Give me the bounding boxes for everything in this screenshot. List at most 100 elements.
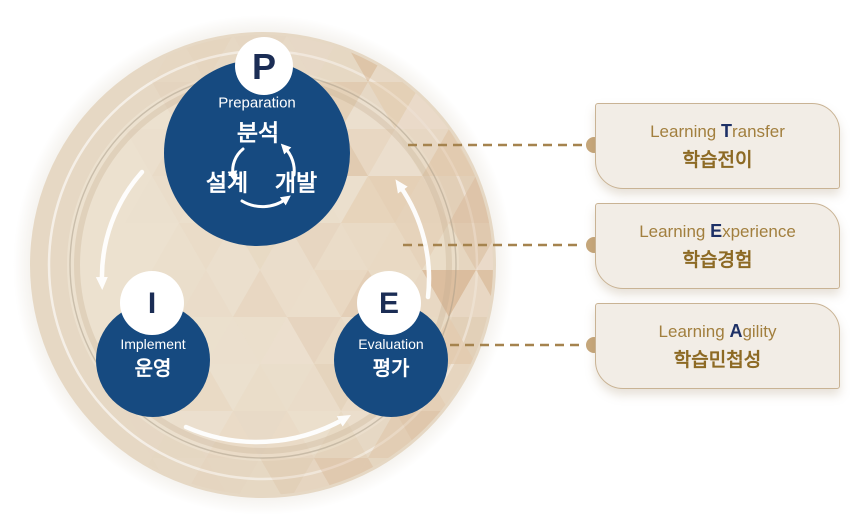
card-title-suffix: xperience	[722, 221, 796, 241]
implement-subtitle: Implement	[120, 336, 186, 352]
i-badge-letter: I	[147, 287, 157, 320]
mosaic-triangle	[179, 270, 233, 317]
card-title-suffix: gility	[742, 321, 777, 341]
mosaic-triangle	[503, 176, 557, 223]
evaluation-korean-label: 평가	[372, 358, 410, 380]
mosaic-triangle	[476, 223, 493, 270]
mosaic-triangle	[368, 129, 422, 176]
mosaic-triangle	[206, 411, 260, 458]
mosaic-triangle	[503, 364, 557, 411]
step-develop: 개발	[274, 169, 318, 196]
mosaic-triangle	[503, 35, 557, 82]
card-title-suffix: ransfer	[731, 121, 785, 141]
mosaic-triangle	[341, 176, 395, 223]
mosaic-triangle	[503, 458, 557, 505]
implement-circle	[96, 303, 210, 417]
mosaic-triangle	[260, 270, 314, 317]
mosaic-triangle	[314, 35, 368, 82]
card-korean: 학습전이	[682, 149, 753, 171]
mosaic-triangle	[152, 35, 206, 82]
card-learning-agility: Learning Agility 학습민첩성	[595, 303, 840, 389]
mosaic-triangle	[233, 270, 287, 317]
card-title-prefix: Learning	[658, 321, 730, 341]
e-badge-letter: E	[378, 287, 400, 320]
cycle-arrow-e-to-p	[395, 179, 432, 300]
mosaic-triangle	[287, 35, 341, 82]
mosaic-triangle	[476, 458, 493, 495]
cycle-arrow-i-to-e	[183, 415, 351, 445]
mini-arrow-design-to-develop	[240, 195, 291, 209]
mosaic-triangle	[422, 270, 476, 317]
mosaic-triangle	[314, 270, 368, 317]
mosaic-triangle	[233, 317, 287, 364]
mosaic-triangle	[206, 317, 260, 364]
mosaic-triangle	[395, 82, 449, 129]
preparation-subtitle: Preparation	[218, 94, 296, 112]
mosaic-triangle	[287, 317, 341, 364]
card-learning-transfer: Learning Transfer 학습전이	[595, 103, 840, 189]
mosaic-triangle	[476, 35, 493, 82]
card-korean: 학습경험	[682, 249, 753, 271]
mosaic-triangle	[206, 223, 260, 270]
mosaic-triangle	[260, 411, 314, 458]
mosaic-triangle	[341, 82, 395, 129]
mosaic-triangle	[395, 129, 449, 176]
mosaic-triangle	[530, 129, 584, 176]
mosaic-triangle	[206, 364, 260, 411]
mosaic-triangle	[476, 411, 493, 458]
mosaic-triangle	[449, 223, 493, 270]
i-badge-circle	[120, 271, 184, 335]
mosaic-triangle	[125, 411, 179, 458]
mosaic-triangle	[530, 270, 584, 317]
mosaic-triangle	[530, 364, 584, 411]
mosaic-triangle	[530, 458, 584, 505]
mosaic-triangle	[368, 176, 422, 223]
e-badge-circle	[357, 271, 421, 335]
card-title: Learning Agility	[659, 321, 777, 342]
card-learning-experience: Learning Experience 학습경험	[595, 203, 840, 289]
mosaic-triangle	[287, 270, 341, 317]
mosaic-triangle	[422, 223, 476, 270]
mosaic-triangle	[476, 82, 493, 129]
mosaic-triangle	[530, 223, 584, 270]
card-title-prefix: Learning	[650, 121, 721, 141]
step-design: 설계	[205, 169, 249, 196]
implement-korean-label: 운영	[134, 358, 172, 380]
card-title-accent: A	[729, 320, 743, 341]
mosaic-triangle	[395, 223, 449, 270]
mosaic-triangle	[179, 35, 233, 82]
mosaic-triangle	[260, 223, 314, 270]
mosaic-triangle	[233, 364, 287, 411]
mosaic-triangle	[395, 176, 449, 223]
mosaic-triangle	[422, 129, 476, 176]
card-korean: 학습민첩성	[673, 349, 762, 371]
mosaic-triangle	[314, 223, 368, 270]
mosaic-triangle	[368, 82, 422, 129]
p-badge-letter: P	[251, 46, 277, 87]
mosaic-triangle	[503, 82, 557, 129]
step-analysis: 분석	[236, 119, 280, 146]
evaluation-subtitle: Evaluation	[358, 336, 424, 352]
mosaic-triangle	[530, 82, 584, 129]
cycle-arrow-p-to-i	[95, 169, 145, 290]
mosaic-triangle	[260, 364, 314, 411]
mosaic-triangle	[260, 458, 314, 495]
mini-arrow-analysis-to-design	[227, 147, 245, 181]
card-title-prefix: Learning	[639, 221, 711, 241]
mosaic-triangle	[422, 176, 476, 223]
mosaic-triangle	[530, 317, 584, 364]
mosaic-triangle	[530, 176, 584, 223]
mosaic-triangle	[206, 270, 260, 317]
evaluation-circle	[334, 303, 448, 417]
mosaic-triangle	[476, 270, 493, 317]
mosaic-triangle	[341, 129, 395, 176]
mosaic-triangle	[368, 223, 422, 270]
mosaic-triangle	[503, 317, 557, 364]
card-title-accent: E	[710, 220, 723, 241]
preparation-circle	[164, 60, 350, 246]
mosaic-triangle	[530, 411, 584, 458]
mosaic-triangle	[233, 411, 287, 458]
mosaic-triangle	[341, 411, 395, 458]
